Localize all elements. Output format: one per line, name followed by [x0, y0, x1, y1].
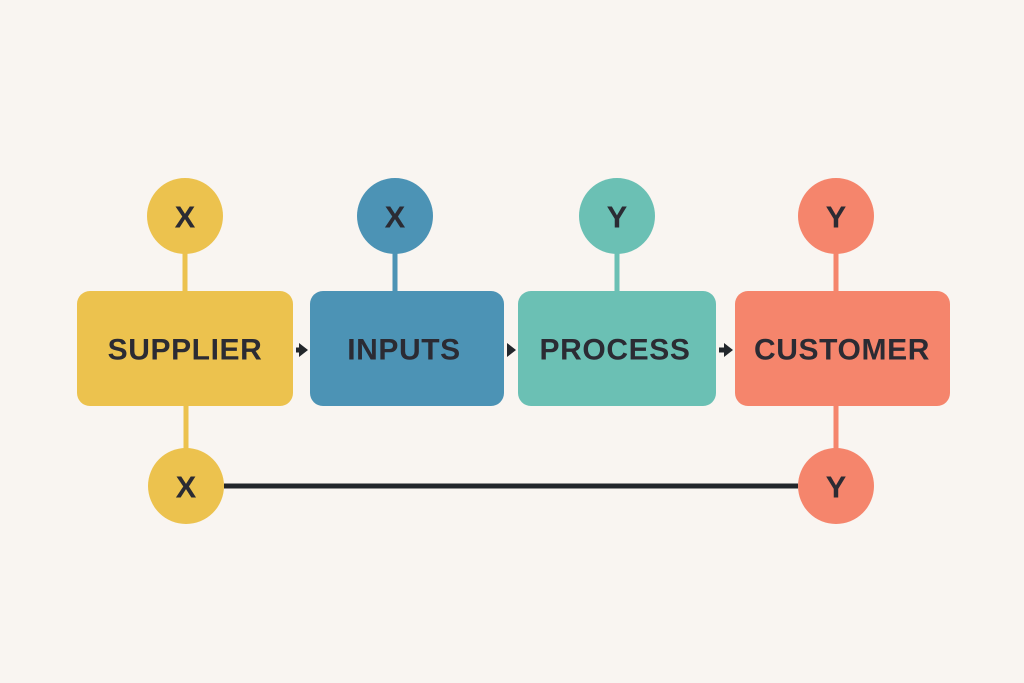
stage-inputs-top-node-label: X — [385, 200, 406, 235]
stage-supplier-box[interactable] — [77, 291, 293, 406]
arrow-supplier-to-inputs — [296, 343, 308, 357]
arrow-inputs-to-process — [507, 343, 516, 357]
stage-process-box[interactable] — [518, 291, 716, 406]
stage-process-top-node[interactable] — [579, 178, 655, 254]
stage-customer-top-node[interactable] — [798, 178, 874, 254]
stage-supplier-label: SUPPLIER — [108, 334, 263, 367]
stage-process: PROCESS Y — [518, 178, 716, 406]
stage-inputs-box[interactable] — [310, 291, 504, 406]
stage-supplier-bottom-node-label: X — [176, 470, 197, 505]
stage-supplier-bottom-node[interactable] — [148, 448, 224, 524]
arrow-inputs-to-process-head — [507, 343, 516, 357]
stage-inputs-top-node[interactable] — [357, 178, 433, 254]
stage-customer: CUSTOMER Y Y — [735, 178, 950, 524]
stage-supplier: SUPPLIER X X — [77, 178, 293, 524]
stage-process-top-node-label: Y — [607, 200, 628, 235]
arrow-supplier-to-inputs-head — [299, 343, 308, 357]
stage-process-label: PROCESS — [540, 334, 691, 367]
arrow-process-to-customer-head — [724, 343, 733, 357]
stage-inputs-label: INPUTS — [347, 334, 461, 367]
stage-supplier-top-node[interactable] — [147, 178, 223, 254]
stage-inputs: INPUTS X — [310, 178, 504, 406]
stage-customer-bottom-node[interactable] — [798, 448, 874, 524]
stage-customer-label: CUSTOMER — [754, 334, 930, 367]
stage-customer-box[interactable] — [735, 291, 950, 406]
stage-customer-bottom-node-label: Y — [826, 470, 847, 505]
arrow-process-to-customer — [719, 343, 733, 357]
stage-supplier-top-node-label: X — [175, 200, 196, 235]
stage-customer-top-node-label: Y — [826, 200, 847, 235]
